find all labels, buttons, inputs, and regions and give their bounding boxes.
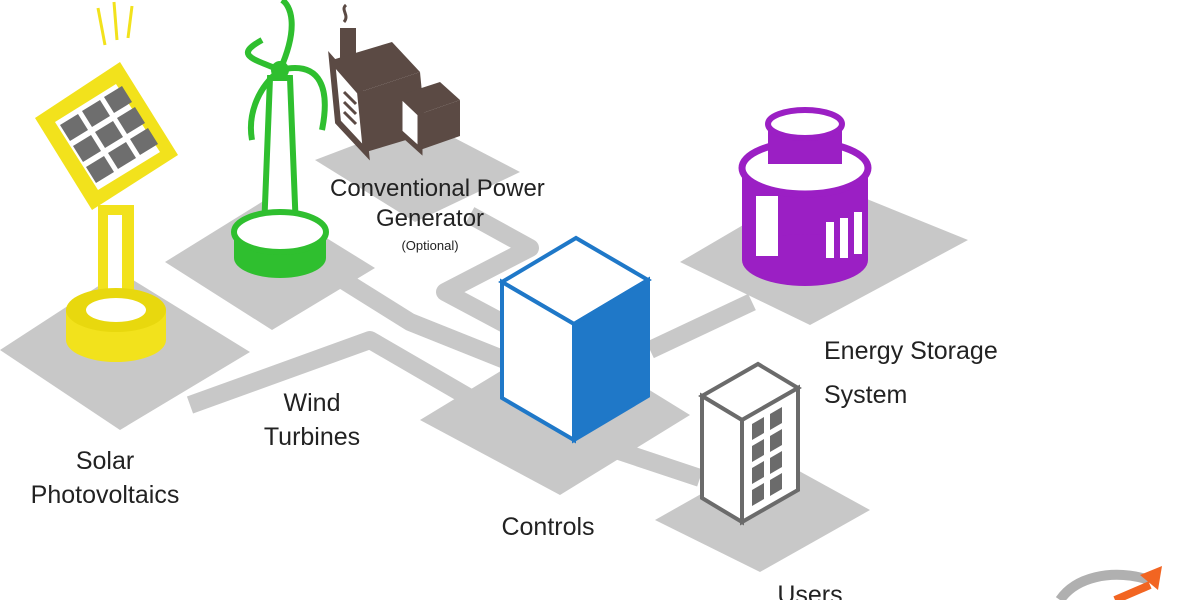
users-label: Users bbox=[777, 581, 843, 600]
generator-label-line2: Generator bbox=[375, 205, 485, 232]
path-controls-storage bbox=[646, 293, 756, 359]
generator-note: (Optional) bbox=[401, 238, 459, 253]
path-generator-controls bbox=[436, 207, 539, 340]
generator-label-line1: Conventional Power bbox=[330, 175, 545, 202]
logo-icon bbox=[1055, 566, 1162, 600]
generator-icon bbox=[328, 3, 460, 161]
building-icon bbox=[698, 361, 802, 526]
wind-turbine-icon bbox=[231, 0, 329, 278]
users-platform bbox=[655, 455, 870, 572]
solar-panel-icon bbox=[35, 1, 178, 362]
solar-label-line1: Solar bbox=[75, 447, 135, 475]
wind-label-line2: Turbines bbox=[263, 423, 361, 451]
wind-label-line1: Wind bbox=[283, 389, 341, 417]
solar-label-line2: Photovoltaics bbox=[30, 481, 180, 509]
path-solar-controls bbox=[186, 331, 475, 414]
connections bbox=[186, 207, 756, 487]
path-controls-users bbox=[607, 439, 703, 487]
controls-label: Controls bbox=[501, 513, 595, 541]
energy-storage-icon bbox=[738, 107, 872, 286]
storage-label-line1: Energy Storage bbox=[824, 337, 998, 365]
controls-cube-icon bbox=[498, 235, 652, 444]
storage-label-line2: System bbox=[824, 381, 908, 409]
path-wind-controls bbox=[325, 264, 514, 371]
